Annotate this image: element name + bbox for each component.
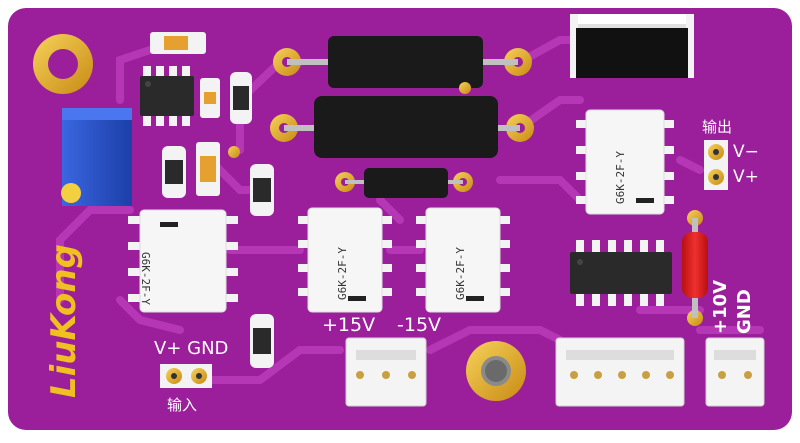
brand-logo-text: LiuKong: [44, 244, 84, 398]
rail-minus15-label: -15V: [397, 314, 442, 336]
output-vplus-label: V+: [733, 167, 759, 187]
output-label-cn: 输出: [702, 118, 733, 136]
voltage-regulator-to220: [570, 14, 694, 78]
output-header: [704, 140, 728, 190]
smd-cap-left: [162, 146, 186, 198]
relay-left-part-label: G6K-2F-Y: [139, 252, 152, 305]
smd-cap-orange: [196, 142, 220, 196]
axial-resistor-top: [273, 36, 532, 88]
smd-cap-right: [250, 164, 274, 216]
mount-hole-top-left: [33, 34, 93, 94]
mount-hole-bottom: [466, 341, 526, 401]
rail-plus15-label: +15V: [322, 314, 376, 336]
trimmer-potentiometer: [61, 108, 132, 206]
relay-output: [576, 109, 674, 215]
relay-plus15: [298, 207, 392, 313]
output-vminus-label: V−: [733, 142, 759, 162]
smd-resistor-vertical: [230, 72, 252, 124]
input-header: [160, 364, 212, 388]
smd-cap-lower: [250, 314, 274, 368]
ic-soic8: [140, 66, 194, 126]
smd-diode-small: [200, 78, 220, 118]
connector-2pin: [705, 337, 765, 407]
right-gnd-label: GND: [734, 289, 755, 334]
red-axial-component: [682, 210, 708, 326]
copper-traces: [56, 36, 764, 384]
input-power-label: V+ GND: [154, 338, 229, 359]
connector-3pin: [345, 337, 427, 407]
smd-capacitor-top: [150, 32, 206, 54]
connector-5pin: [555, 337, 685, 407]
axial-resistor-middle: [270, 96, 534, 158]
via: [459, 82, 471, 94]
input-label-cn: 输入: [167, 396, 198, 414]
right-plus10-label: +10V: [710, 279, 731, 334]
relay-plus15-part-label: G6K-2F-Y: [336, 247, 349, 300]
relay-minus15-part-label: G6K-2F-Y: [454, 247, 467, 300]
relay-minus15: [416, 207, 510, 313]
relay-left: [128, 209, 238, 313]
relay-output-part-label: G6K-2F-Y: [614, 151, 627, 204]
axial-diode-small: [335, 168, 473, 198]
ic-soic14: [570, 240, 672, 306]
via: [228, 146, 240, 158]
